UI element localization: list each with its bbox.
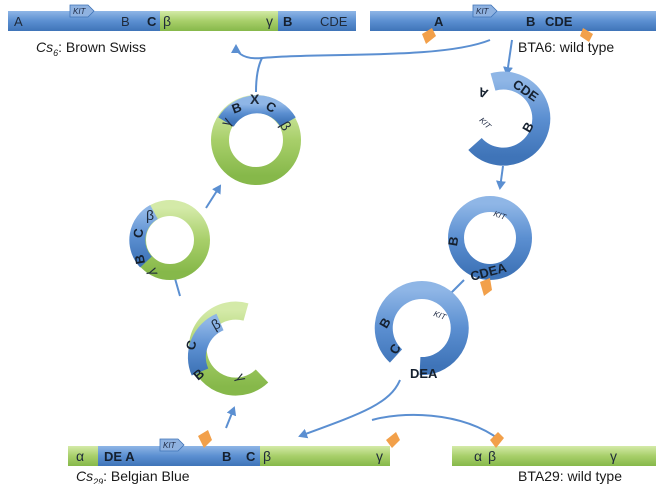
bta6-kit-gene-icon: KIT (472, 4, 498, 18)
green-ring-2: C B β γ (129, 200, 210, 280)
bta29-label-gamma: γ (610, 448, 617, 464)
cs6-label-gamma: γ (266, 13, 273, 29)
bta6-chromosome: A KIT B CDE BTA6: wild type (370, 4, 656, 55)
ring1-kit-label: KIT (478, 116, 494, 132)
green-ring-3: γ B X C β (211, 91, 301, 185)
cs29-label-gamma: γ (376, 448, 383, 464)
cs29-blue-segment (98, 446, 260, 466)
cs29-label-alpha: α (76, 448, 84, 464)
cs29-green-segment-left (68, 446, 98, 466)
cs6-label-beta: β (163, 13, 171, 29)
ringl3-break-marker: X (250, 91, 260, 107)
ringl2-label-b: B (132, 253, 148, 265)
cs29-label-dea: DE A (104, 449, 135, 464)
cs29-kit-label: KIT (163, 441, 177, 450)
bta29-label-alpha: α (474, 448, 482, 464)
bta6-label-a: A (434, 14, 444, 29)
blue-ring-1: A CDE B KIT (468, 71, 551, 166)
ring1-label-a: A (476, 84, 491, 102)
bta29-label-beta: β (488, 448, 496, 464)
bta29-breakpoint-icon (490, 432, 504, 448)
cs29-label-b: B (222, 449, 231, 464)
green-ring-3-arc-blue (218, 95, 296, 128)
bta29-chromosome: α β γ BTA29: wild type (452, 432, 656, 484)
cs6-caption: Cs6: Brown Swiss (36, 39, 146, 58)
bta6-kit-label: KIT (476, 7, 490, 16)
cs29-label-beta: β (263, 448, 271, 464)
ringl2-label-c: C (130, 227, 147, 239)
bta6-label-cde: CDE (545, 14, 573, 29)
cs29-kit-gene-icon: KIT (159, 438, 185, 452)
bta6-breakpoint-left-icon (422, 28, 436, 44)
ringl2-label-beta: β (146, 207, 154, 223)
bta6-label-b: B (526, 14, 535, 29)
arrow-ring-l2-to-l3 (205, 184, 222, 209)
bta6-caption: BTA6: wild type (518, 39, 614, 55)
cs6-label-a: A (14, 14, 23, 29)
bta29-caption: BTA29: wild type (518, 468, 622, 484)
cs6-blue-segment-left (8, 11, 160, 31)
cs6-label-b: B (121, 14, 130, 29)
cs29-green-segment-right (260, 446, 390, 466)
cs6-kit-label: KIT (73, 7, 87, 16)
bta29-green-bar (452, 446, 656, 466)
green-ring-1: C B β γ (183, 301, 269, 396)
cs29-label-c: C (246, 449, 256, 464)
arrow-ring1-to-ring2 (495, 165, 506, 190)
ring2-breakpoint-icon (480, 278, 492, 296)
blue-ring-2: B CDEA KIT (445, 196, 532, 296)
cs6-label-cde: CDE (320, 14, 348, 29)
cs6-kit-gene-icon: KIT (69, 4, 95, 18)
cs6-green-segment (160, 11, 278, 31)
blue-ring-3-arc (374, 281, 469, 376)
bta6-breakpoint-right-icon (580, 28, 593, 42)
arrow-bta6-down (503, 39, 513, 76)
cs29-caption: Cs29: Belgian Blue (76, 468, 190, 484)
blue-ring-2-circle (448, 196, 532, 280)
arrow-bta29-to-cs29 (371, 413, 501, 441)
cs29-breakpoint-right-icon (386, 432, 400, 448)
bta6-blue-bar (370, 11, 656, 31)
green-ring-2-arc-blue (129, 204, 159, 268)
green-ring-1-arc-blue (187, 313, 225, 376)
ring3-label-dea: DEA (410, 366, 438, 381)
blue-ring-3: B C DEA KIT (374, 281, 469, 381)
cs6-label-c: C (147, 14, 157, 29)
ring3-kit-label: KIT (432, 309, 448, 322)
arrow-cs6-branch (255, 57, 263, 93)
ring2-label-b: B (445, 235, 461, 247)
blue-ring-1-arc (468, 71, 551, 166)
ring2-kit-label: KIT (492, 209, 508, 222)
ringl1-label-c: C (183, 338, 200, 352)
cs29-chromosome: α DE A KIT B C β γ Cs29: Belgian Blue (68, 430, 400, 484)
cs6-chromosome: A KIT B C β γ B CDE Cs6: Brown Swiss (8, 4, 356, 58)
cs6-blue-segment-right (278, 11, 356, 31)
arrow-bta6-to-cs6 (231, 39, 491, 60)
arrow-ring3-to-cs29 (298, 379, 401, 439)
cs29-breakpoint-icon (198, 430, 212, 448)
cs6-label-b2: B (283, 14, 292, 29)
arrow-cs29-to-ring-l1 (225, 406, 237, 429)
